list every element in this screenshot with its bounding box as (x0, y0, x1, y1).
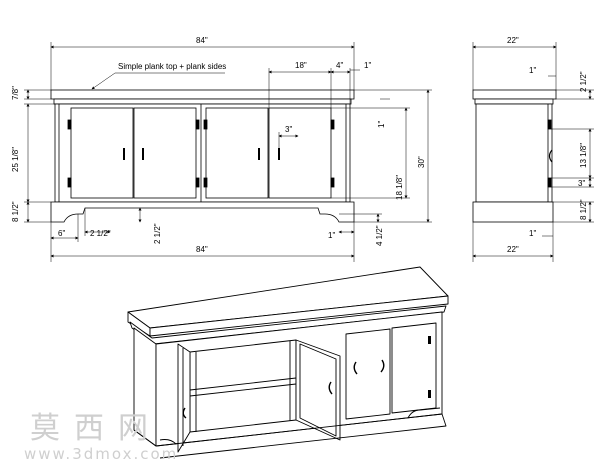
front-side-offset: 4" (336, 61, 343, 70)
front-right-reveal: 1" (377, 121, 386, 128)
front-view (50, 89, 355, 223)
front-width-top: 84" (196, 36, 208, 45)
side-depth-top: 22" (507, 36, 519, 45)
watermark-url: www.3dmox.com (24, 445, 178, 463)
front-door-height: 18 1/8" (395, 175, 404, 200)
front-upper-height: 25 1/8" (11, 147, 20, 172)
front-door-width: 18" (295, 61, 307, 70)
front-base-left: 6" (58, 229, 65, 238)
front-total-height: 30" (417, 156, 426, 168)
side-carcass (475, 103, 553, 203)
front-top-slab (50, 89, 355, 100)
front-base-height: 8 1/2" (11, 201, 20, 222)
side-labels: 22" 22" 1" 2 1/2" 13 1/8" 3" 8 1/2" 1" (507, 36, 588, 254)
front-door-2 (133, 107, 197, 199)
side-dimensions (472, 42, 594, 262)
front-top-overhang: 1" (364, 61, 371, 70)
side-top-drop: 2 1/2" (579, 71, 588, 92)
perspective-view (127, 266, 449, 459)
front-base (50, 201, 355, 223)
side-top-overhang: 1" (529, 66, 536, 75)
front-labels: 84" 84" Simple plank top + plank sides 1… (11, 36, 426, 254)
front-dimensions (24, 42, 432, 262)
watermark: 莫西网 www.3dmox.com (24, 411, 178, 463)
side-hinge-gap: 3" (578, 179, 585, 188)
persp-door-3 (345, 328, 391, 420)
side-foot-inset: 1" (529, 229, 536, 238)
side-base-height: 8 1/2" (579, 199, 588, 220)
front-base-curve-2: 2 1/2" (153, 223, 162, 244)
front-handle-offset: 3" (285, 125, 292, 134)
side-view (472, 89, 557, 223)
front-note: Simple plank top + plank sides (118, 62, 226, 71)
side-hinge-span: 13 1/8" (579, 143, 588, 168)
front-foot-height: 4 1/2" (375, 225, 384, 246)
side-depth-bottom: 22" (507, 245, 519, 254)
front-door-1 (70, 107, 134, 199)
side-base (472, 201, 554, 223)
persp-open-door-right (295, 339, 341, 441)
front-base-curve-1: 2 1/2" (90, 229, 111, 238)
front-door-3 (205, 107, 269, 199)
front-top-molding (53, 98, 352, 105)
front-top-thickness: 7/8" (11, 86, 20, 100)
persp-open-door-left (177, 343, 191, 453)
front-width-bottom: 84" (196, 245, 208, 254)
front-foot-right: 1" (328, 231, 335, 240)
watermark-brand: 莫西网 (30, 411, 162, 446)
